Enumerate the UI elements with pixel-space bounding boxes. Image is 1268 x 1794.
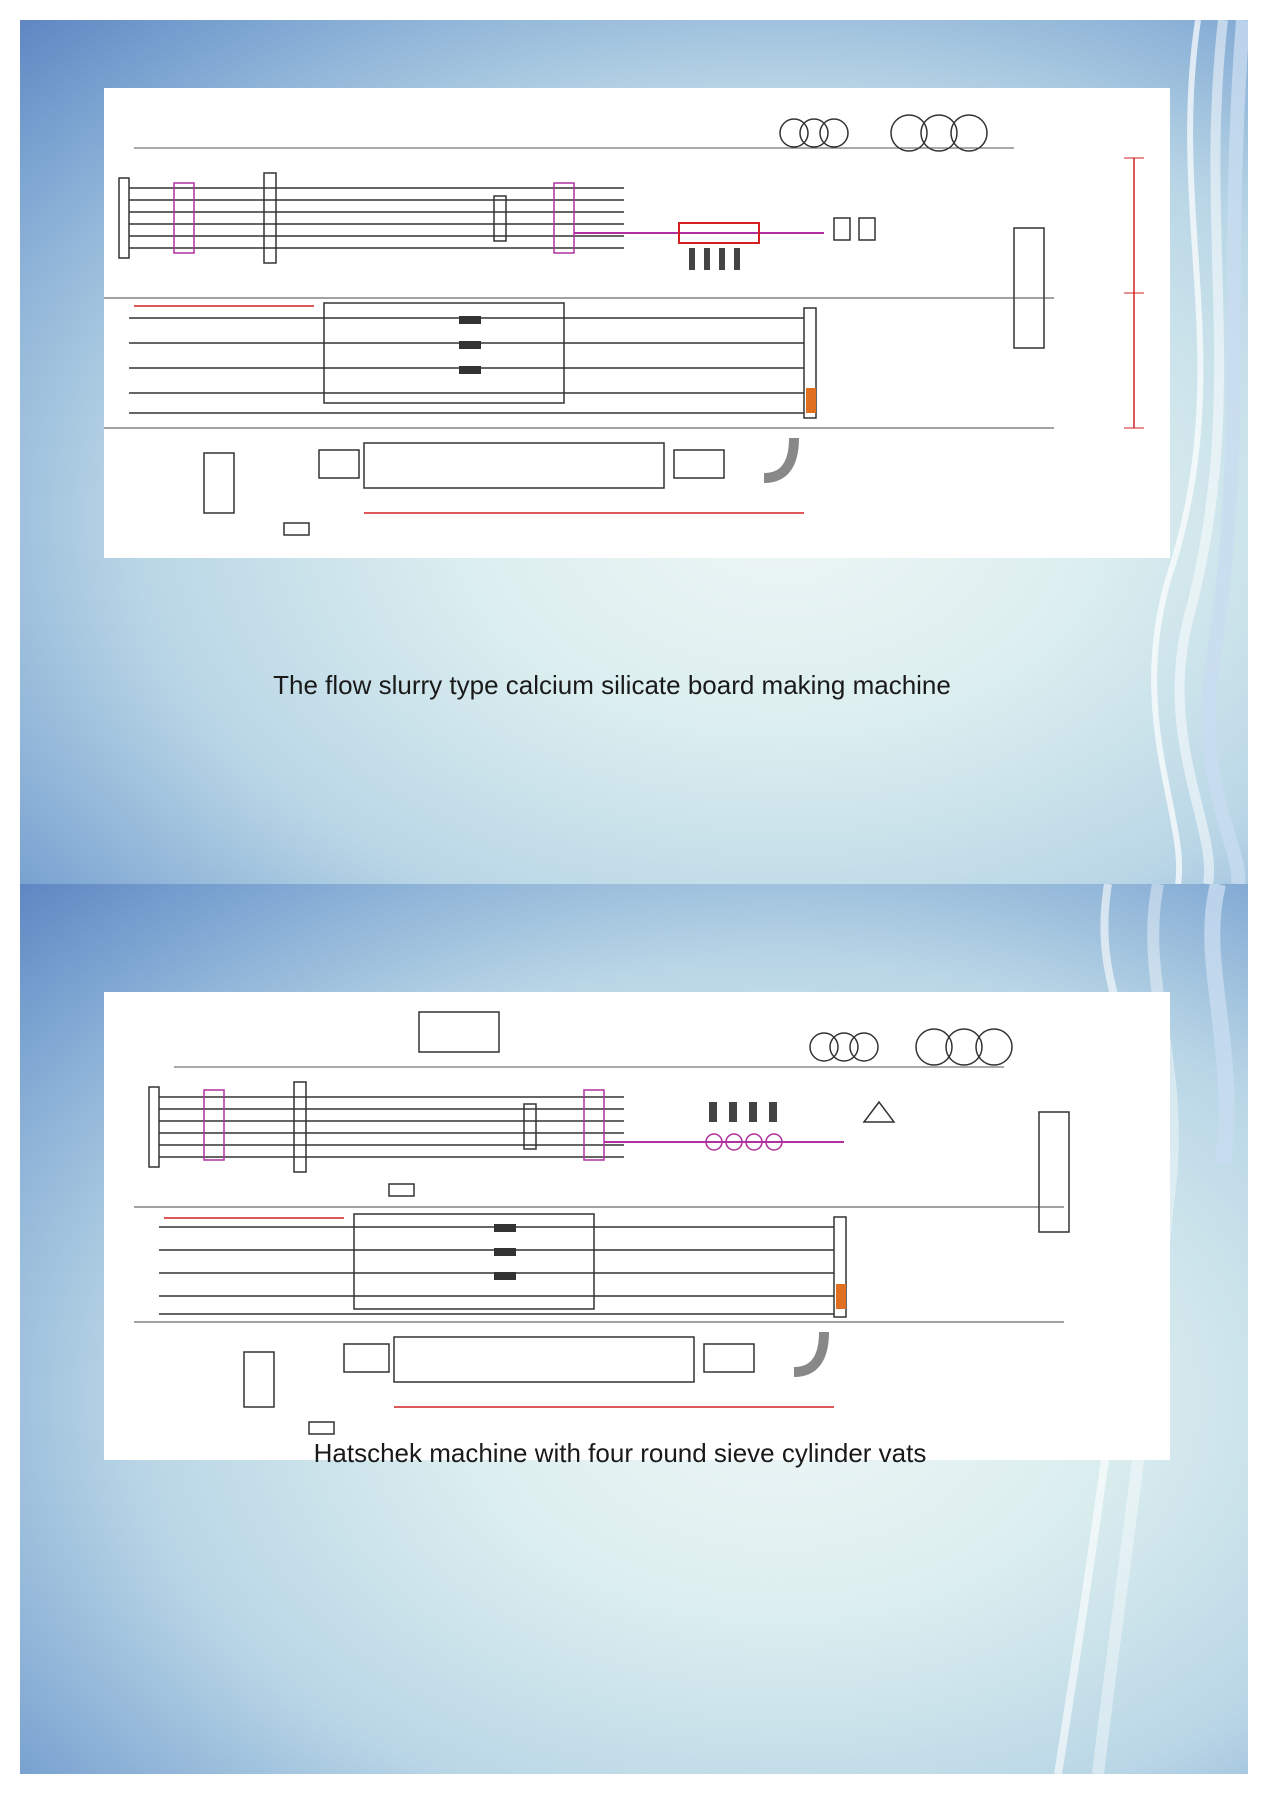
page-panel-bottom: Hatschek machine with four round sieve c…: [20, 884, 1248, 1774]
layout-svg-bottom: [134, 1011, 1070, 1435]
machine-layout-drawing-top: [104, 88, 1170, 558]
caption-top: The flow slurry type calcium silicate bo…: [273, 670, 951, 700]
caption-bottom: Hatschek machine with four round sieve c…: [313, 1438, 927, 1468]
layout-svg-top: [104, 114, 1144, 536]
page-panel-top: The flow slurry type calcium silicate bo…: [20, 20, 1248, 884]
machine-layout-drawing-bottom: [104, 992, 1170, 1460]
